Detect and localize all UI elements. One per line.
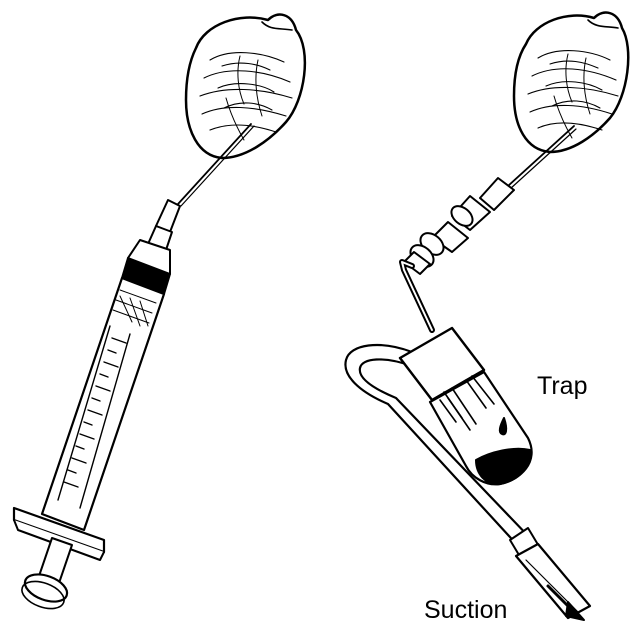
trap-vial xyxy=(400,328,532,484)
syringe xyxy=(14,200,180,614)
suction-label: Suction xyxy=(424,596,507,623)
left-tissue-mass xyxy=(186,15,305,158)
trap-label: Trap xyxy=(537,372,587,400)
right-tissue-mass xyxy=(514,13,628,152)
suction-nozzle xyxy=(510,528,590,618)
needle-hub-connector xyxy=(404,178,514,274)
